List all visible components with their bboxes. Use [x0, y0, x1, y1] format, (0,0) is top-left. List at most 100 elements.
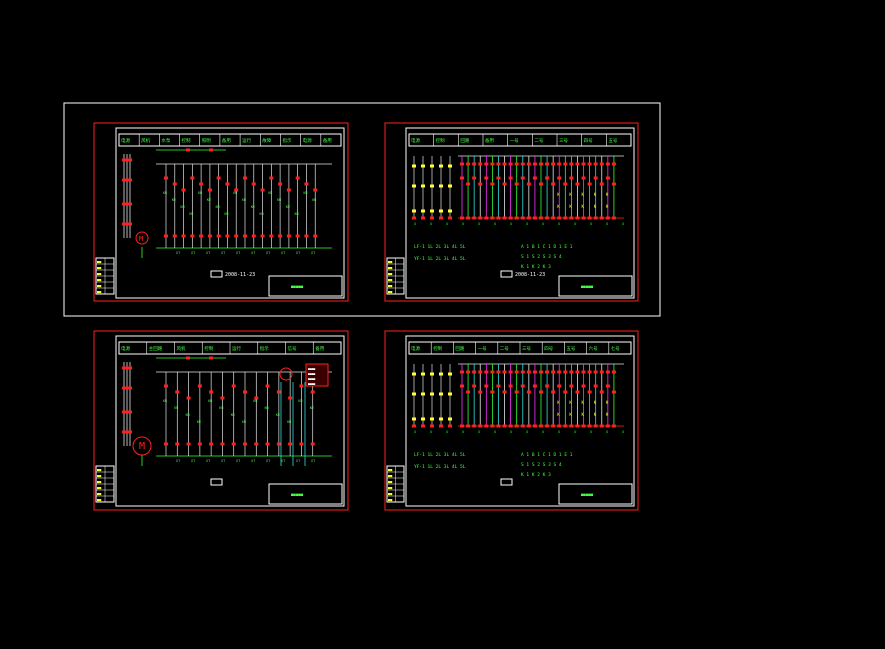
component-mark — [539, 424, 543, 428]
component-mark — [478, 182, 483, 186]
component-mark — [532, 162, 537, 166]
stamp-box — [500, 478, 513, 486]
branch-label: KM — [260, 212, 264, 216]
header-cell-label: 四号 — [544, 346, 553, 352]
relay-mark: K — [594, 400, 597, 405]
component-mark — [310, 442, 315, 446]
branch-label: KM — [298, 399, 302, 403]
component-mark — [231, 384, 236, 388]
schematic-sheet-4[interactable]: ■■■■■■■■■■■■电源控制回路一号二号三号四号五号六号七号■■■■■KKK… — [384, 330, 639, 511]
indicator-lamp-icon — [279, 367, 293, 381]
component-mark — [460, 216, 464, 220]
relay-mark: K — [582, 204, 585, 209]
component-mark — [172, 182, 177, 186]
component-mark — [243, 234, 247, 238]
revision-mark: ■■ — [97, 498, 102, 502]
component-mark — [234, 188, 239, 192]
component-mark — [439, 209, 443, 213]
drawing-frame — [115, 335, 345, 507]
component-mark — [209, 442, 214, 446]
stamp-box — [210, 478, 223, 486]
component-mark — [466, 162, 471, 166]
revision-mark: ■■ — [388, 284, 393, 288]
component-mark — [551, 216, 556, 220]
component-mark — [545, 384, 550, 388]
terminal-label: X — [510, 222, 513, 226]
component-mark — [439, 372, 443, 376]
branch-label: KM — [265, 406, 269, 410]
sheet-border — [93, 330, 349, 511]
revision-mark: ■■ — [97, 260, 102, 264]
component-mark — [472, 370, 477, 374]
component-mark — [520, 176, 525, 180]
component-mark — [472, 384, 477, 388]
component-mark — [199, 234, 204, 238]
component-mark — [508, 424, 513, 428]
relay-mark: K — [606, 412, 609, 417]
header-cell-label: 五号 — [608, 138, 617, 144]
component-mark — [122, 430, 126, 434]
revision-mark: ■■ — [97, 486, 102, 490]
component-mark — [304, 182, 309, 186]
terminal-label: XT — [281, 251, 286, 255]
component-mark — [569, 370, 574, 374]
component-mark — [557, 384, 562, 388]
component-mark — [209, 148, 213, 152]
schematic-sheet-1[interactable]: ■■■■■■■■■■■■电源风机水泵控制照明备用运行故障指示电源备用■■■■■2… — [93, 122, 349, 302]
terminal-label: X — [558, 222, 561, 226]
relay-mark: K — [557, 412, 560, 417]
component-mark — [605, 424, 610, 428]
branch-label: KM — [231, 413, 235, 417]
motor-label: M — [139, 441, 145, 452]
component-mark — [514, 182, 519, 186]
relay-mark: K — [594, 412, 597, 417]
terminal-label: X — [526, 222, 529, 226]
component-mark — [496, 424, 501, 428]
drawing-frame — [115, 127, 345, 299]
note-line: A 1 B 1 C 1 D 1 E 1 — [521, 452, 573, 458]
component-mark — [128, 202, 132, 206]
component-mark — [439, 417, 443, 421]
component-mark — [234, 234, 239, 238]
revision-mark: ■■ — [97, 272, 102, 276]
date-stamp: 2008-11-23 — [225, 272, 255, 278]
component-mark — [128, 178, 132, 182]
component-mark — [532, 424, 537, 428]
component-mark — [484, 370, 489, 374]
terminal-label: X — [494, 430, 497, 434]
component-mark — [557, 424, 562, 428]
component-mark — [421, 164, 425, 168]
component-mark — [430, 392, 434, 396]
revision-mark: ■■ — [388, 492, 393, 496]
warning-label-mark: ■■■■ — [308, 372, 315, 376]
branch-label: KM — [251, 205, 255, 209]
component-mark — [125, 222, 129, 226]
terminal-label: X — [574, 222, 577, 226]
revision-mark: ■■ — [97, 266, 102, 270]
revision-mark: ■■ — [388, 468, 393, 472]
component-mark — [421, 216, 425, 220]
component-mark — [448, 372, 452, 376]
component-mark — [209, 356, 213, 360]
component-mark — [125, 410, 129, 414]
component-mark — [587, 390, 592, 394]
component-mark — [605, 370, 610, 374]
component-mark — [532, 216, 537, 220]
revision-mark: ■■ — [97, 474, 102, 478]
schematic-sheet-2[interactable]: ■■■■■■■■■■■■电源控制回路备用一号二号三号四号五号■■■■■2008-… — [384, 122, 639, 302]
header-cell-label: 控制 — [182, 137, 191, 144]
terminal-label: XT — [266, 459, 271, 463]
schematic-sheet-3[interactable]: ■■■■■■■■■■■■电源主回路风机控制运行指示信号备用■■■■■MKMKMK… — [93, 330, 349, 511]
header-cell-label: 风机 — [177, 345, 186, 352]
motor-label: M — [139, 235, 143, 243]
component-mark — [526, 216, 531, 220]
branch-label: KM — [253, 399, 257, 403]
component-mark — [197, 442, 202, 446]
relay-mark: K — [582, 412, 585, 417]
component-mark — [496, 370, 501, 374]
component-mark — [448, 392, 452, 396]
branch-label: KM — [287, 420, 291, 424]
header-cell-label: 二号 — [500, 346, 509, 352]
terminal-label: X — [430, 222, 433, 226]
